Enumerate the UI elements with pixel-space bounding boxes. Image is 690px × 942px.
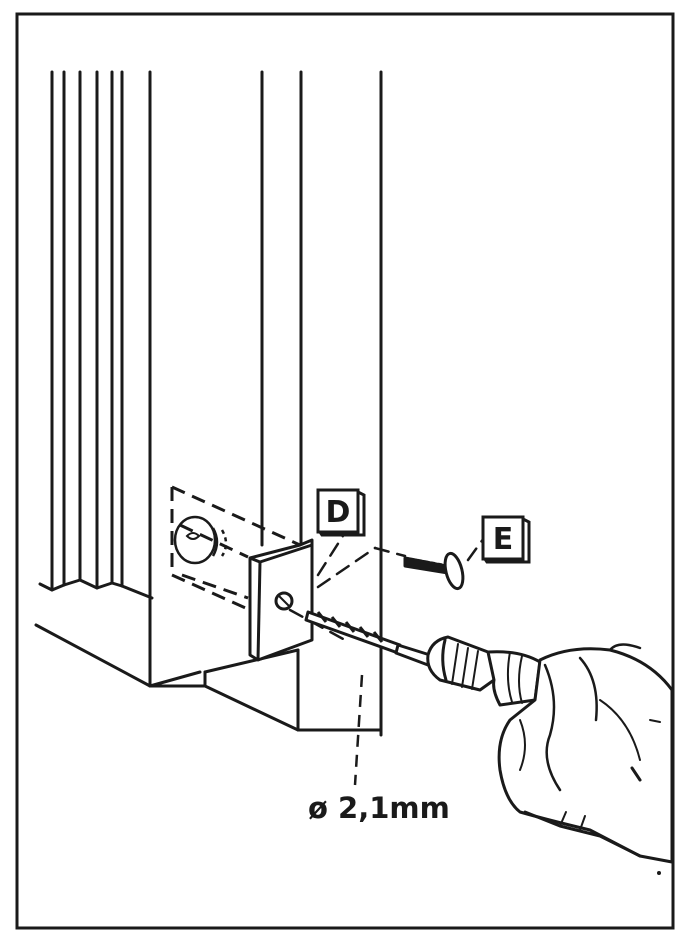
- drill-bit: [304, 610, 432, 667]
- window-frame-profile: [34, 70, 383, 737]
- print-speck: [657, 871, 661, 875]
- drill-diameter-label: ø 2,1mm: [308, 791, 450, 825]
- callout-d-label: D: [326, 495, 351, 530]
- bracket-ghost-position: [170, 485, 301, 612]
- callout-e-label: E: [493, 522, 514, 557]
- bracket-ghost-hole: [173, 515, 228, 565]
- callout-d: D: [316, 488, 366, 537]
- bracket-plate: [248, 538, 314, 662]
- callout-e: E: [481, 515, 531, 564]
- callout-d-box: [316, 488, 360, 534]
- screw-e: [403, 551, 465, 591]
- power-drill: [426, 635, 674, 864]
- dimension-leader: [353, 674, 364, 786]
- callout-e-box: [481, 515, 525, 561]
- figure-border: [15, 12, 675, 930]
